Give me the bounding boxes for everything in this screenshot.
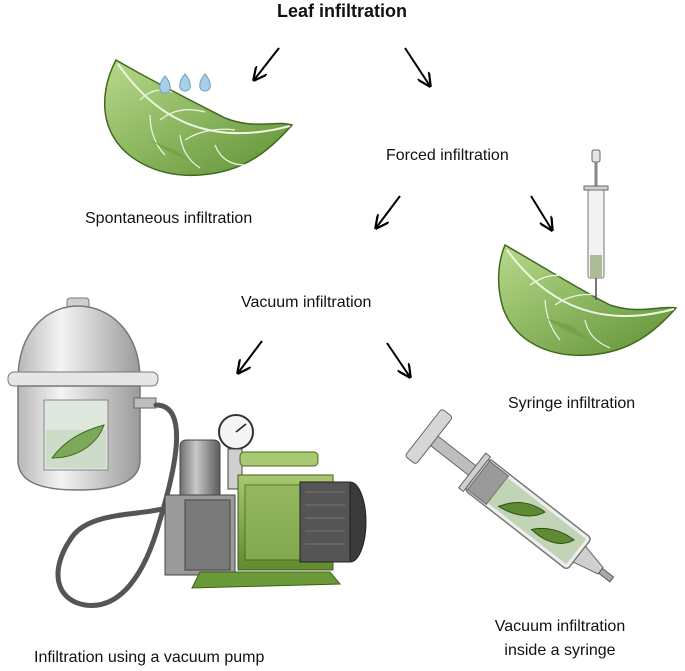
label-vacuum-syringe-line1: Vacuum infiltration (494, 618, 626, 635)
arrow-to-vacuum (376, 195, 401, 228)
vacuum-hose (55, 402, 188, 608)
syringe-leaf-illustration (497, 149, 678, 357)
vacuum-chamber-illustration (7, 297, 159, 491)
arrows (238, 47, 552, 377)
label-spontaneous-infiltration: Spontaneous infiltration (85, 210, 253, 227)
label-syringe-infiltration: Syringe infiltration (508, 395, 636, 412)
arrow-to-spontaneous (254, 47, 280, 80)
arrow-to-syringe (530, 195, 552, 230)
label-forced-infiltration: Forced infiltration (386, 147, 509, 164)
label-vacuum-pump: Infiltration using a vacuum pump (34, 649, 265, 666)
water-drop-icons (159, 73, 211, 94)
syringe-icon (583, 149, 609, 300)
diagram-title: Leaf infiltration (277, 1, 407, 21)
arrow-to-forced (404, 47, 430, 86)
spontaneous-leaf-illustration (103, 58, 294, 177)
arrow-to-vacuum-syringe (386, 342, 410, 377)
arrow-to-vacuum-pump (238, 340, 263, 373)
vacuum-syringe-illustration (405, 409, 615, 583)
vacuum-pump-illustration (164, 414, 367, 589)
label-vacuum-infiltration: Vacuum infiltration (241, 294, 372, 311)
label-vacuum-syringe-line2: inside a syringe (504, 642, 616, 659)
leaf-shape (103, 58, 294, 177)
